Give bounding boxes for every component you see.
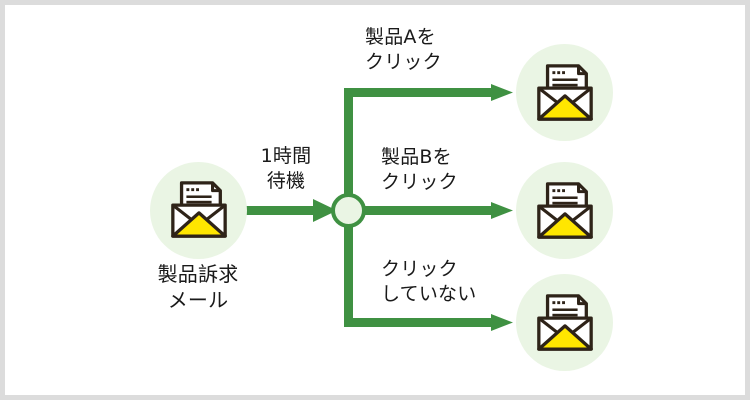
flow-connectors: [237, 84, 513, 331]
branch-b-label: 製品Bを クリック: [381, 146, 458, 193]
email-envelope-document-icon: [537, 64, 593, 121]
branch-junction-circle[interactable]: [331, 193, 366, 228]
source-node[interactable]: [150, 162, 247, 259]
wait-edge-label: 1時間 待機: [260, 145, 312, 192]
branch-a-arrow-icon: [344, 84, 513, 101]
branch-a-label: 製品Aを クリック: [365, 26, 442, 73]
email-envelope-document-icon: [537, 294, 593, 351]
email-envelope-document-icon: [537, 182, 593, 239]
branch-b-arrow-icon: [355, 202, 513, 219]
source-node-label: 製品訴求 メール: [157, 262, 239, 312]
branch-b-target-node[interactable]: [516, 162, 613, 259]
branch-none-arrow-icon: [344, 314, 513, 331]
wait-arrow-icon: [237, 199, 337, 222]
branch-a-target-node[interactable]: [516, 44, 613, 141]
branch-none-label: クリック していない: [381, 258, 477, 305]
diagram-canvas: 製品訴求 メール 1時間 待機 製品Aを クリック 製品Bを クリック: [5, 5, 745, 395]
branch-none-target-node[interactable]: [516, 274, 613, 371]
email-envelope-document-icon: [171, 181, 227, 238]
